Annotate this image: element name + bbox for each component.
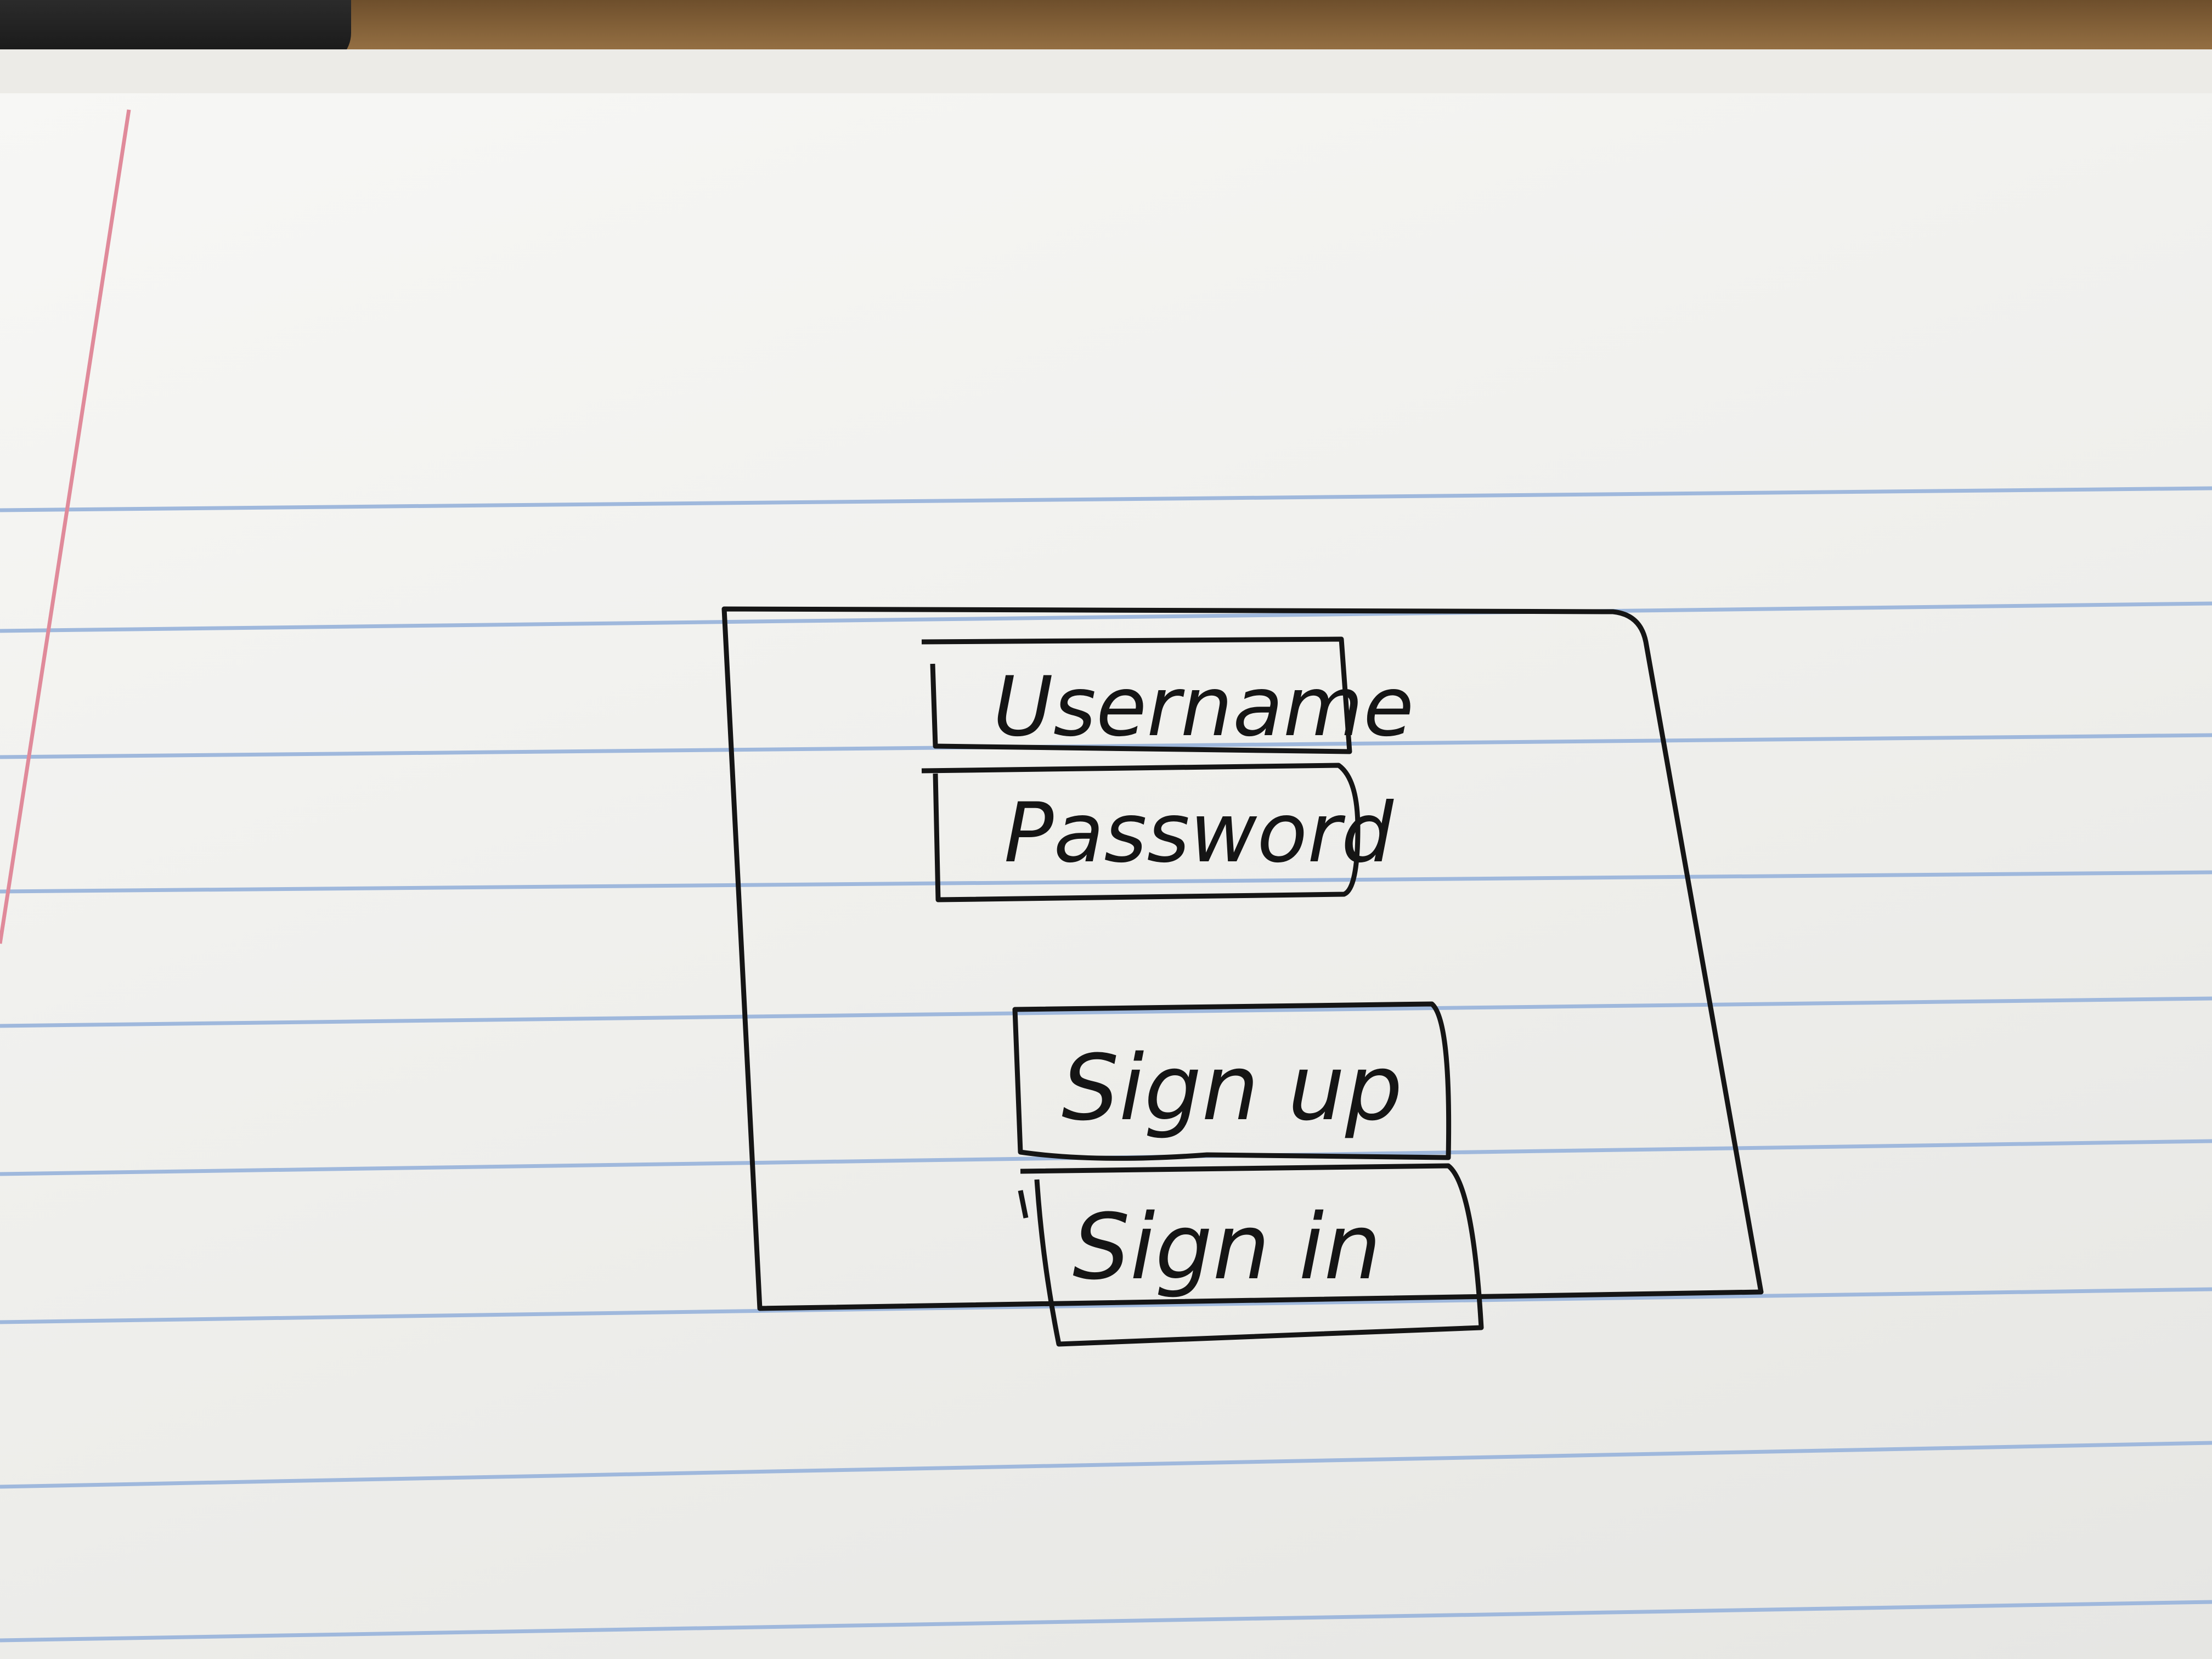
ruled-line — [0, 870, 2212, 894]
margin-line — [0, 109, 131, 944]
ruled-line — [0, 996, 2212, 1028]
password-placeholder: Password — [1004, 786, 1394, 881]
password-input[interactable]: Password — [921, 763, 1394, 902]
username-input-target[interactable] — [933, 636, 1350, 757]
ruled-line — [0, 601, 2212, 633]
signup-button[interactable]: Sign up — [1012, 1001, 1452, 1161]
signup-button-target[interactable] — [1015, 1004, 1454, 1163]
password-input-target[interactable] — [933, 768, 1355, 900]
signin-button[interactable]: Sign in — [1018, 1163, 1484, 1347]
username-input[interactable]: Username — [921, 636, 1414, 755]
signin-button-target[interactable] — [1031, 1169, 1481, 1333]
username-placeholder: Username — [993, 659, 1414, 755]
ruled-line — [0, 1600, 2212, 1643]
signup-label: Sign up — [1062, 1035, 1403, 1141]
ruled-line — [0, 1287, 2212, 1324]
signin-label: Sign in — [1073, 1194, 1381, 1300]
window-frame — [721, 606, 1764, 1311]
ruled-line — [0, 486, 2212, 512]
ruled-line — [0, 1441, 2212, 1489]
